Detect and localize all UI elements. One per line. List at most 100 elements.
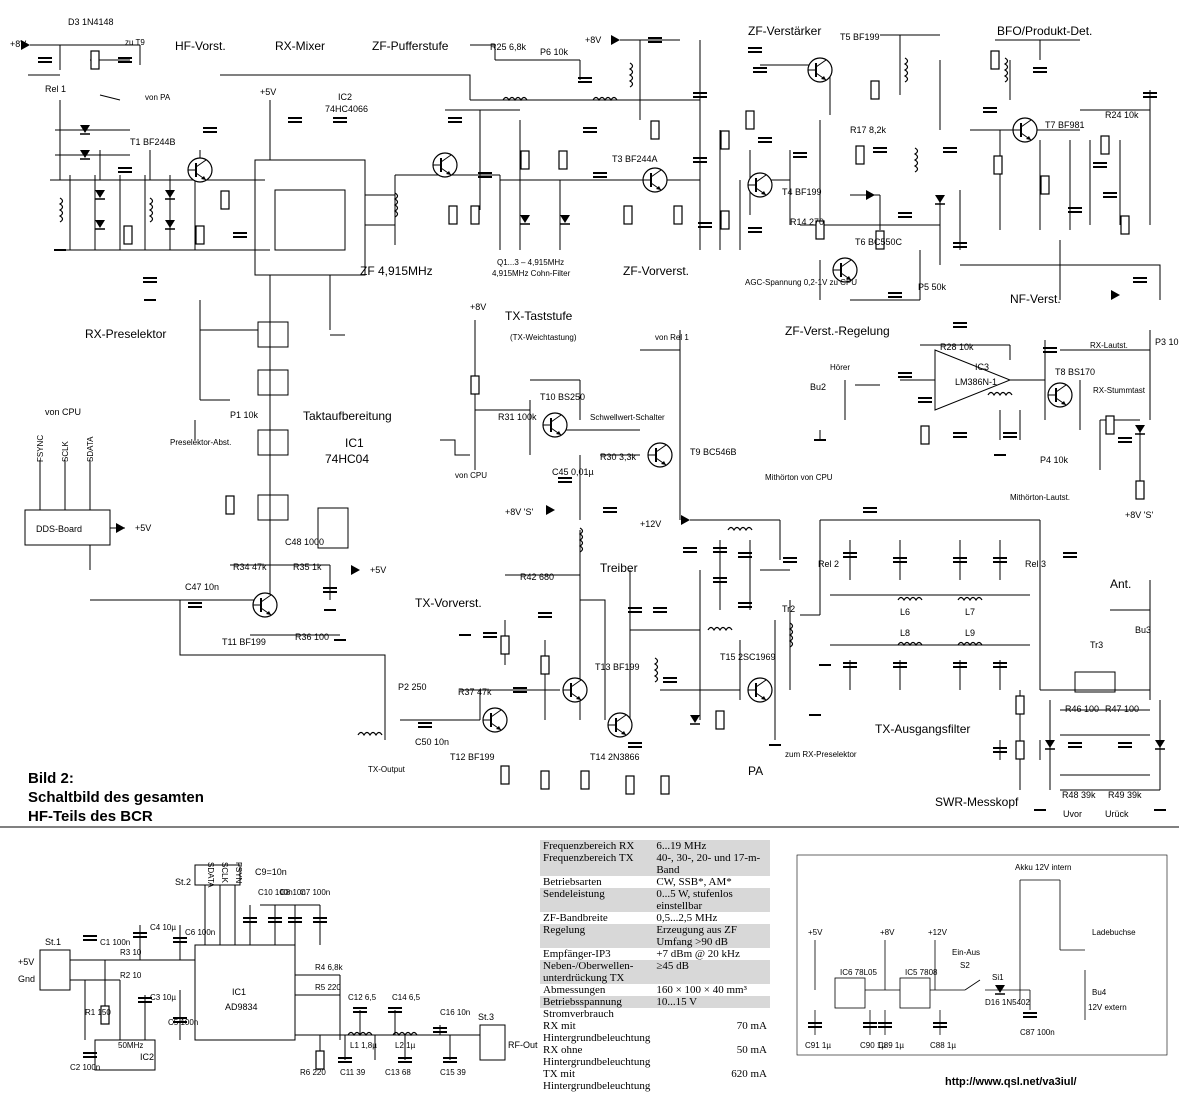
dds-part: C6 100n xyxy=(185,928,215,937)
pwr-akku: Akku 12V intern xyxy=(1015,863,1071,872)
pwr-si1: Si1 xyxy=(992,973,1004,982)
dds-part: R5 220 xyxy=(315,983,341,992)
pwr-bu4: Bu4 xyxy=(1092,988,1107,997)
spec-key: Neben-/Oberwellen-unterdrückung TX xyxy=(540,960,654,984)
label-ic1-name: IC1 xyxy=(345,436,364,450)
dds-part: C14 6,5 xyxy=(392,993,421,1002)
spec-key: RX ohne Hintergrundbeleuchtung xyxy=(543,1044,651,1068)
label-plus5v-b: +5V xyxy=(370,565,386,575)
label-t4: T4 BF199 xyxy=(782,187,822,197)
label-ic2: IC2 xyxy=(338,92,352,102)
spec-key: RX mit Hintergrundbeleuchtung xyxy=(543,1020,651,1044)
label-preselektor-abst: Preselektor-Abst. xyxy=(170,438,231,447)
pwr-ladebuchse: Ladebuchse xyxy=(1092,928,1136,937)
label-tx-vorverst: TX-Vorverst. xyxy=(415,596,482,610)
spec-value: 620 mA xyxy=(731,1068,767,1080)
pwr-plus8v: +8V xyxy=(880,928,895,937)
spec-value: 40-, 30-, 20- und 17-m-Band xyxy=(653,852,770,876)
label-r46: R46 100 xyxy=(1065,704,1099,714)
label-plus5v-a: +5V xyxy=(260,87,276,97)
label-tr2: Tr2 xyxy=(782,604,795,614)
caption-line-2: Schaltbild des gesamten xyxy=(28,789,204,806)
label-r49: R49 39k xyxy=(1108,790,1142,800)
label-rx-stummtast: RX-Stummtast xyxy=(1093,386,1146,395)
label-treiber: Treiber xyxy=(600,561,638,575)
dds-ic1: IC1 xyxy=(232,987,246,997)
dds-part: R1 150 xyxy=(85,1008,111,1017)
label-ic1-type: 74HC04 xyxy=(325,452,369,466)
spec-value: 50 mA xyxy=(736,1044,767,1056)
label-bu3: Bu3 xyxy=(1135,625,1151,635)
pwr-cap: C90 1µ xyxy=(860,1041,886,1050)
spec-key: Stromverbrauch xyxy=(543,1008,614,1020)
spec-value: CW, SSB*, AM* xyxy=(656,876,732,888)
label-r48: R48 39k xyxy=(1062,790,1096,800)
label-rel2: Rel 2 xyxy=(818,559,839,569)
label-l9: L9 xyxy=(965,628,975,638)
label-zf-regelung: ZF-Verst.-Regelung xyxy=(785,324,890,338)
dds-c9: C9=10n xyxy=(255,867,287,877)
label-plus8v-a: +8V xyxy=(10,39,26,49)
spec-key: Regelung xyxy=(540,924,654,948)
spec-row: Neben-/Oberwellen-unterdrückung TX≥45 dB xyxy=(540,960,770,984)
component-labels: IC2 74HC4066 IC3 LM386N-1 T1 BF244B T3 B… xyxy=(10,17,1179,819)
label-r35: R35 1k xyxy=(293,562,322,572)
label-von-cpu-bus: von CPU xyxy=(45,407,81,417)
label-rx-preselektor: RX-Preselektor xyxy=(85,327,166,341)
label-zf-vorverst: ZF-Vorverst. xyxy=(623,264,689,278)
label-t15: T15 2SC1969 xyxy=(720,652,776,662)
label-ic3-type: LM386N-1 xyxy=(955,377,997,387)
spec-value: 10...15 V xyxy=(653,996,770,1008)
pwr-cap: C88 1µ xyxy=(930,1041,956,1050)
spec-value: 0,5...2,5 MHz xyxy=(656,912,718,924)
dds-osc: 50MHz xyxy=(118,1041,143,1050)
spec-row: Stromverbrauch xyxy=(540,1008,770,1020)
label-nf-verst: NF-Verst. xyxy=(1010,292,1061,306)
label-p4: P4 10k xyxy=(1040,455,1069,465)
label-pa: PA xyxy=(748,764,763,778)
label-tx-output: TX-Output xyxy=(368,765,406,774)
dds-part: C3 10µ xyxy=(150,993,176,1002)
spec-row: Empfänger-IP3+7 dBm @ 20 kHz xyxy=(540,948,770,960)
dds-pin-fsyn: FSYN xyxy=(234,862,243,884)
dds-st2: St.2 xyxy=(175,877,191,887)
label-schwellwert: Schwellwert-Schalter xyxy=(590,413,665,422)
caption-line-1: Bild 2: xyxy=(28,770,74,787)
main-schematic xyxy=(24,34,1161,791)
section-labels: HF-Vorst. RX-Mixer ZF-Pufferstufe ZF-Ver… xyxy=(36,24,1146,809)
label-c47: C47 10n xyxy=(185,582,219,592)
label-c45: C45 0,01µ xyxy=(552,467,594,477)
label-t5: T5 BF199 xyxy=(840,32,880,42)
label-r47: R47 100 xyxy=(1105,704,1139,714)
spec-value: 160 × 100 × 40 mm³ xyxy=(656,984,747,996)
label-plus8vs-b: +8V 'S' xyxy=(1125,510,1153,520)
label-ant: Ant. xyxy=(1110,577,1131,591)
label-cohn-2: 4,915MHz Cohn-Filter xyxy=(492,269,571,278)
label-ic3: IC3 xyxy=(975,362,989,372)
label-taktaufbereitung: Taktaufbereitung xyxy=(303,409,392,423)
pwr-plus12v: +12V xyxy=(928,928,948,937)
dds-plus5v: +5V xyxy=(18,957,34,967)
dds-part: R2 10 xyxy=(120,971,142,980)
label-zu-t9: zu T9 xyxy=(125,38,145,47)
spec-value: 0...5 W, stufenlos einstellbar xyxy=(653,888,770,912)
dds-part: C1 100n xyxy=(100,938,130,947)
dds-st1: St.1 xyxy=(45,937,61,947)
label-c48: C48 1000 xyxy=(285,537,324,547)
label-t8: T8 BS170 xyxy=(1055,367,1095,377)
dds-gnd: Gnd xyxy=(18,974,35,984)
bus-sclk: SCLK xyxy=(61,440,70,462)
label-r42: R42 680 xyxy=(520,572,554,582)
pwr-d16: D16 1N5402 xyxy=(985,998,1030,1007)
dds-schematic: IC1 AD9834 IC2 50MHz St.1 St.2 St.3 RF-O… xyxy=(18,862,538,1077)
url-text: http://www.qsl.net/va3iul/ xyxy=(945,1076,1077,1088)
label-rel3: Rel 3 xyxy=(1025,559,1046,569)
label-t1: T1 BF244B xyxy=(130,137,176,147)
label-t13: T13 BF199 xyxy=(595,662,640,672)
label-plus8vs-a: +8V 'S' xyxy=(505,507,533,517)
label-plus8v-c: +8V xyxy=(470,302,486,312)
label-zf-verstaerker: ZF-Verstärker xyxy=(748,24,821,38)
